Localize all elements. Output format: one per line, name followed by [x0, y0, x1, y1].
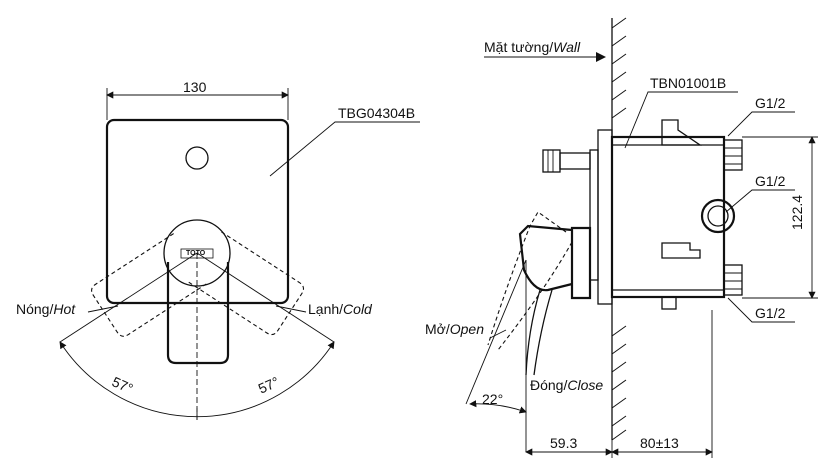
port-bottom-leader	[727, 297, 795, 323]
bottom-port	[723, 264, 743, 296]
mid-port	[700, 198, 736, 234]
flange-plate	[589, 149, 599, 281]
body-code-label: TBN01001B	[650, 75, 727, 91]
height-dimension-label: 122.4	[789, 194, 805, 230]
wall-label-en: Wall	[553, 39, 581, 55]
open-label-en: Open	[449, 321, 484, 337]
diverter-hole	[185, 146, 209, 170]
lever-closed-arm	[525, 289, 541, 376]
depth-wall-label: 80±13	[640, 435, 679, 451]
handle-lever-side	[518, 224, 573, 292]
front-view	[59, 88, 420, 420]
cold-angle-ray	[196, 252, 335, 343]
open-label: Mở/Open	[425, 322, 484, 336]
cold-rotated-lever	[91, 233, 207, 337]
wall-hatching	[611, 17, 627, 441]
lever-open-dashed	[487, 211, 567, 346]
logo-text: TOTO	[186, 250, 206, 257]
open-ray	[465, 259, 527, 405]
mid-port-inner	[707, 205, 729, 227]
close-label-vi: Đóng/	[530, 377, 568, 393]
top-bracket	[661, 119, 703, 146]
lever-closed-arm-2	[533, 289, 553, 376]
hot-angle-ray	[59, 252, 198, 343]
port-mid-leader	[725, 189, 795, 213]
body-code-leader	[624, 91, 738, 149]
mounting-flange	[597, 129, 613, 305]
cold-label: Lạnh/Cold	[308, 302, 372, 316]
open-leader	[489, 329, 507, 339]
side-bracket	[661, 242, 701, 259]
bottom-lug	[661, 296, 677, 310]
plate-code-leader	[269, 121, 420, 177]
diverter-button	[559, 152, 591, 170]
hot-label: Nóng/Hot	[16, 302, 75, 316]
depth-front-label: 59.3	[550, 435, 578, 451]
plate-code-label: TBG04304B	[338, 105, 416, 121]
width-dimension-label: 130	[183, 79, 207, 95]
diverter-cap	[542, 149, 561, 173]
open-label-vi: Mở/	[425, 321, 450, 337]
hot-label-en: Hot	[53, 301, 76, 317]
port-bottom-label: G1/2	[755, 305, 786, 321]
wall-label-vi: Mặt tường/	[484, 39, 554, 55]
close-label-en: Close	[567, 377, 604, 393]
open-angle-label: 22°	[482, 391, 504, 407]
cover-plate	[105, 118, 290, 305]
port-mid-label: G1/2	[755, 173, 786, 189]
close-label: Đóng/Close	[530, 378, 603, 392]
top-port	[723, 139, 743, 171]
cold-label-vi: Lạnh/	[308, 301, 344, 317]
port-top-leader	[727, 111, 795, 137]
cold-leader	[275, 305, 307, 313]
port-top-label: G1/2	[755, 95, 786, 111]
cold-label-en: Cold	[343, 301, 372, 317]
side-view	[465, 17, 818, 458]
lever-open-dashed-2	[497, 241, 573, 351]
open-angle-arc	[469, 400, 527, 414]
hot-leader	[87, 305, 119, 313]
handle-hub	[570, 226, 592, 300]
handle-lever	[166, 262, 230, 365]
hot-label-vi: Nóng/	[16, 301, 54, 317]
wall-arrow	[596, 52, 606, 62]
valve-body	[610, 135, 726, 299]
wall-label: Mặt tường/Wall	[484, 40, 580, 54]
hot-rotated-lever	[188, 231, 305, 336]
